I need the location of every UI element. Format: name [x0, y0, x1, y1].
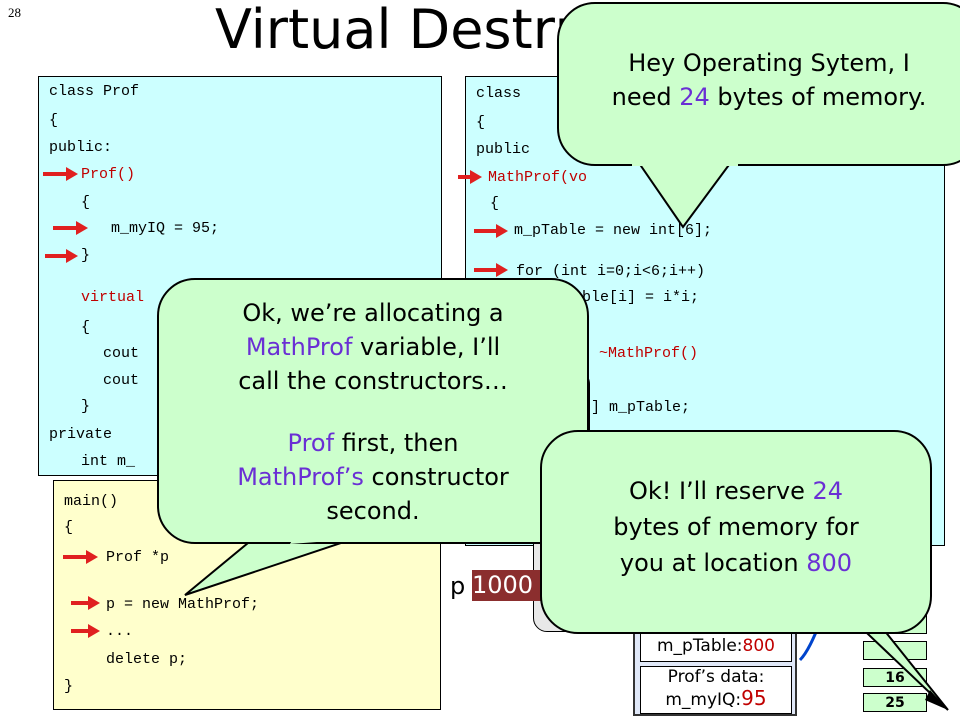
bubble-line: Prof first, then — [159, 428, 587, 459]
text-span: 800 — [806, 549, 853, 577]
text-span: you at location — [619, 549, 807, 577]
code-line: ... — [106, 623, 134, 640]
code-line: cout — [103, 372, 140, 389]
bubble-line: need 24 bytes of memory. — [559, 82, 960, 113]
memory-cell: 25 — [863, 693, 927, 712]
code-line: MathProf(vo — [488, 169, 588, 186]
code-line: Prof *p — [106, 549, 170, 566]
code-line: public: — [49, 139, 113, 156]
myiq-value: 95 — [741, 686, 767, 710]
ptable-value: 800 — [742, 636, 775, 656]
code-line: ~MathProf() — [599, 345, 699, 362]
bubble-line: Ok, we’re allocating a — [242, 299, 504, 327]
code-line: { — [49, 112, 59, 129]
text-span: 24 — [679, 83, 710, 111]
code-line: { — [64, 519, 74, 536]
ptable-label: m_pTable: — [657, 636, 743, 656]
code-line: cout — [103, 345, 140, 362]
reserve-bubble: Ok! I’ll reserve 24 bytes of memory for … — [540, 430, 932, 634]
tail-cover — [290, 530, 378, 544]
text-span: Prof — [287, 429, 335, 457]
bubble-line: MathProf’s constructor — [159, 462, 587, 493]
text-span: 24 — [812, 477, 844, 505]
text-span: bytes of memory. — [709, 83, 927, 111]
bubble-line: Hey Operating Sytem, I — [628, 49, 910, 77]
code-line: class Prof — [49, 83, 140, 100]
bubble-line: MathProf variable, I’ll — [159, 332, 587, 363]
code-line: main() — [64, 493, 119, 510]
code-line: p = new MathProf; — [106, 596, 260, 613]
bubble-line: you at location 800 — [542, 548, 930, 579]
code-line: m_pTable = new int[6]; — [514, 222, 713, 239]
code-line: { — [81, 194, 91, 211]
code-line: } — [64, 678, 74, 695]
prof-data-label: Prof’s data: — [667, 667, 765, 687]
text-span: need — [611, 83, 680, 111]
slide-number: 28 — [8, 5, 21, 20]
arrow-head — [925, 690, 948, 710]
bubble-line: call the constructors… — [238, 367, 508, 395]
code-line: { — [81, 319, 91, 336]
myiq-label: m_myIQ: — [665, 690, 742, 710]
code-line: public — [476, 141, 531, 158]
text-span: Ok! I’ll reserve — [628, 477, 813, 505]
text-span: MathProf’s — [237, 463, 364, 491]
os-request-bubble: Hey Operating Sytem, I need 24 bytes of … — [557, 2, 960, 166]
pointer-label: p — [450, 572, 466, 600]
allocation-bubble: Ok, we’re allocating a MathProf variable… — [157, 278, 589, 544]
bubble-line: Ok! I’ll reserve 24 — [542, 476, 930, 507]
text-span: MathProf — [245, 333, 353, 361]
text-span: first, then — [334, 429, 459, 457]
code-line: { — [476, 114, 486, 131]
prof-data-cell: Prof’s data: m_myIQ:95 — [640, 666, 792, 714]
code-line: int m_ — [81, 453, 136, 470]
text-span: constructor — [363, 463, 509, 491]
code-line: { — [490, 195, 500, 212]
bubble-line: second. — [326, 497, 420, 525]
slide-title: Virtual Destru — [215, 0, 590, 61]
code-line: } — [81, 398, 91, 415]
code-line: m_myIQ = 95; — [111, 220, 220, 237]
code-line: Prof() — [81, 166, 136, 183]
code-line: delete p; — [106, 651, 188, 668]
code-line: virtual — [81, 289, 145, 306]
pointer-value: 1000 — [472, 570, 542, 601]
tail-cover — [632, 158, 738, 166]
code-line: private — [49, 426, 113, 443]
code-line: } — [81, 247, 91, 264]
code-line: for (int i=0;i<6;i++) — [516, 263, 706, 280]
code-line: class — [476, 85, 531, 102]
bubble-line: bytes of memory for — [613, 513, 859, 541]
text-span: variable, I’ll — [352, 333, 501, 361]
